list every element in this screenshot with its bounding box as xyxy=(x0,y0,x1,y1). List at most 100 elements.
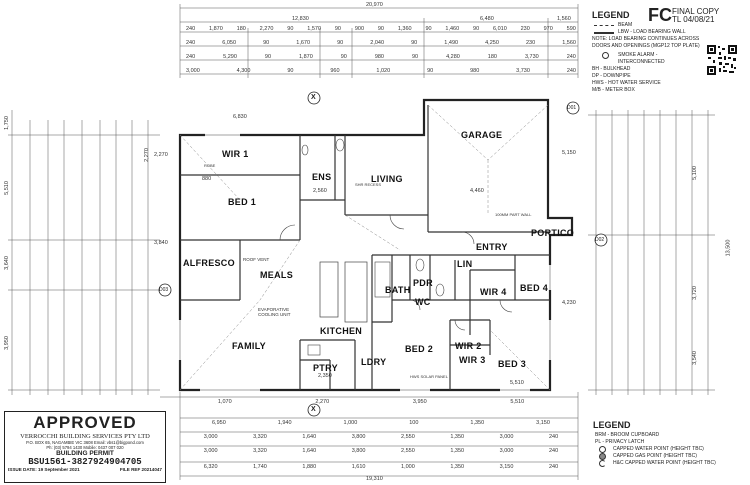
dim-bottom-row3-item: 3,000 xyxy=(499,434,514,440)
dim-top-row5-item: 4,300 xyxy=(236,68,251,74)
legend-item-note: NOTE: LOAD BEARING CONTINUES ACROSS DOOR… xyxy=(592,36,700,49)
dim-plan-2: 2,560 xyxy=(313,188,327,194)
dim-top-row2-item: 240 xyxy=(186,26,196,32)
legend-top-title: LEGEND xyxy=(592,10,630,20)
dim-bottom-row3-item: 3,800 xyxy=(351,434,366,440)
room-wir-2: WIR 2 xyxy=(455,341,482,351)
bottom-dimension-lines xyxy=(160,392,579,480)
dim-top-overall: 20,970 xyxy=(366,2,383,8)
note-shr-recess: SHR RECESS xyxy=(355,182,382,187)
dim-bottom-row1-item: 2,270 xyxy=(315,399,330,405)
room-meals: MEALS xyxy=(260,270,293,280)
room-ptry: PTRY xyxy=(313,363,338,373)
room-pdr: PDR xyxy=(413,278,433,288)
window-glazing xyxy=(179,134,551,391)
legend-top: LEGEND BEAM LBW - LOAD BEARING WALL NOTE… xyxy=(592,10,702,94)
note-hws-solar: HWS SOLAR PANEL xyxy=(410,374,448,379)
dim-bottom-row5-item: 1,350 xyxy=(450,464,465,470)
qr-code-icon xyxy=(706,44,738,76)
dim-top-row2-item: 230 xyxy=(520,26,530,32)
dim-bottom-row2: 6,950 1,940 1,000 100 1,350 3,150 xyxy=(186,420,576,426)
dim-left-4: 3,950 xyxy=(3,336,10,350)
dim-bottom-row3-item: 240 xyxy=(548,434,559,440)
dim-top-row4-item: 240 xyxy=(186,54,196,60)
dim-top-row3-item: 1,490 xyxy=(444,40,459,46)
fc-line1: FINAL COPY xyxy=(672,7,720,16)
room-alfresco: ALFRESCO xyxy=(183,258,235,268)
room-bed-4: BED 4 xyxy=(520,283,549,293)
dim-bottom-row2-item: 1,000 xyxy=(343,420,358,426)
stamp-permit: BUILDING PERMIT xyxy=(56,450,114,457)
dim-top-row4-item: 90 xyxy=(411,54,419,60)
room-bath: BATH xyxy=(385,285,411,295)
water-point-icon xyxy=(599,446,606,453)
dim-bottom-overall: 19,310 xyxy=(366,476,383,482)
dim-right-4: 13,500 xyxy=(725,239,732,257)
dim-top-row2-item: 1,460 xyxy=(445,26,460,32)
legend-item-gas: CAPPED GAS POINT (HEIGHT TBC) xyxy=(593,453,743,460)
legend-item-pl: PL - PRIVACY LATCH xyxy=(595,439,645,445)
room-kitchen: KITCHEN xyxy=(320,326,363,336)
dim-bottom-row2-item: 6,950 xyxy=(211,420,226,426)
marker-d02: D02 xyxy=(595,237,605,243)
dim-bottom-row2-item: 3,150 xyxy=(536,420,550,426)
stamp-phone: Ph: (03) 5794 1430 Mobile: 0437 007 020 xyxy=(46,445,124,450)
dim-bottom-row1-item: 1,070 xyxy=(217,399,232,405)
dim-top-row1-a: 12,830 xyxy=(292,16,309,22)
dim-bottom-row3-item: 1,350 xyxy=(450,434,465,440)
dim-top-row4-item: 180 xyxy=(487,54,497,60)
final-copy-stamp: FC FINAL COPY TL 04/08/21 xyxy=(648,6,728,26)
dim-top-row3-item: 90 xyxy=(337,40,344,46)
dim-bottom-row4-item: 240 xyxy=(548,448,559,454)
dim-top-row2-item: 90 xyxy=(287,26,294,32)
dim-top-row2-item: 2,270 xyxy=(259,26,274,32)
dim-plan-6: 2,270 xyxy=(154,152,168,158)
dim-top-row3-item: 4,250 xyxy=(485,40,499,46)
dim-top-row3-item: 6,050 xyxy=(222,40,237,46)
interior-walls xyxy=(180,105,550,390)
dim-bottom-row3-item: 1,640 xyxy=(302,434,317,440)
room-wc: WC xyxy=(415,297,431,307)
dim-bottom-row5-item: 1,610 xyxy=(351,464,366,470)
dim-top-row5-item: 3,000 xyxy=(186,68,200,74)
fc-mark: FC xyxy=(648,5,672,25)
dim-top-row3-item: 2,040 xyxy=(370,40,385,46)
dim-bottom-row1: 1,070 2,270 3,950 5,510 xyxy=(176,399,566,405)
dim-top-row2-item: 1,570 xyxy=(307,26,322,32)
dim-bottom-row4-item: 2,550 xyxy=(401,448,415,454)
smoke-alarm-icon xyxy=(602,52,609,59)
dim-bottom-row3-item: 3,320 xyxy=(253,434,267,440)
dim-plan-10: 5,150 xyxy=(562,150,576,156)
fc-line2: TL 04/08/21 xyxy=(672,15,715,24)
kitchen-island xyxy=(319,261,368,323)
approved-stamp: APPROVED VERROCCHI BUILDING SERVICES PTY… xyxy=(4,411,166,483)
dim-top-row5-item: 90 xyxy=(287,68,294,74)
dim-bottom-row5-item: 240 xyxy=(548,464,559,470)
dim-top-row4-item: 240 xyxy=(566,54,576,60)
dim-top-row4-item: 90 xyxy=(264,54,272,60)
dim-top-row5-item: 960 xyxy=(330,68,340,74)
legend-item-dp: DP - DOWNPIPE xyxy=(592,73,631,79)
dim-bottom-row4-item: 3,800 xyxy=(351,448,366,454)
note-evap-cooling: EVAPORATIVE COOLING UNIT xyxy=(258,307,291,317)
marker-x-bottom: X xyxy=(311,406,316,413)
room-ldry: LDRY xyxy=(361,357,387,367)
legend-bottom: LEGEND BRM - BROOM CUPBOARD PL - PRIVACY… xyxy=(593,420,743,467)
stamp-issue-date: ISSUE DATE: 19 September 2021 xyxy=(8,467,80,472)
dim-top-row2-item: 90 xyxy=(425,26,432,32)
marker-d03: D03 xyxy=(159,287,169,293)
dim-top-row3-item: 1,560 xyxy=(562,40,576,46)
dim-bottom-row4-item: 3,000 xyxy=(203,448,218,454)
note-robe: ROBE xyxy=(204,163,216,168)
dim-bottom-row3: 3,000 3,320 1,640 3,800 2,550 1,350 3,00… xyxy=(186,434,576,440)
dim-left-3: 3,640 xyxy=(3,256,10,270)
dim-plan-1: 6,830 xyxy=(233,114,247,120)
dim-top-row3-item: 240 xyxy=(186,40,196,46)
dim-top-row2-item: 90 xyxy=(334,26,341,32)
stamp-title: APPROVED xyxy=(33,413,137,432)
dim-top-row1-b: 6,480 xyxy=(480,16,494,22)
dim-top-row3-item: 1,670 xyxy=(296,40,311,46)
stamp-number: BSU1561-3827924904705 xyxy=(28,457,142,467)
dim-top-row2-item: 6,010 xyxy=(492,26,507,32)
